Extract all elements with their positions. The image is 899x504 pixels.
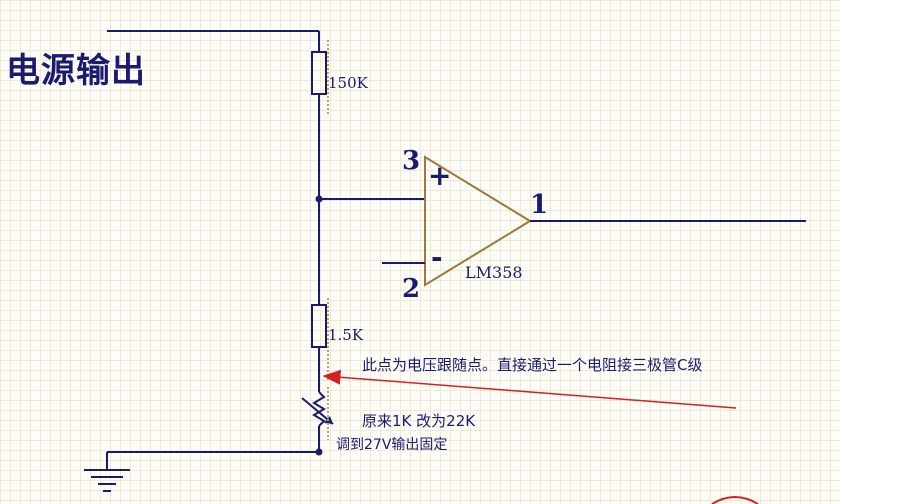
ground-icon bbox=[84, 469, 130, 492]
opamp-pin-2: 2 bbox=[402, 274, 421, 304]
resistor-top-value: 150K bbox=[328, 74, 368, 92]
diagram-title: 电源输出 bbox=[6, 51, 146, 91]
annotation-arrow bbox=[322, 369, 737, 409]
right-margin bbox=[840, 0, 899, 504]
opamp-pin-3: 3 bbox=[402, 146, 421, 176]
follow-point-note: 此点为电压跟随点。直接通过一个电阻接三极管C级 bbox=[362, 356, 703, 374]
opamp-part-label: LM358 bbox=[465, 263, 523, 282]
opamp-pin-1: 1 bbox=[530, 190, 549, 220]
opamp-triangle bbox=[424, 155, 532, 287]
potentiometer bbox=[301, 387, 334, 440]
opamp-plus-sign: + bbox=[428, 159, 452, 192]
adjust-note: 调到27V输出固定 bbox=[336, 437, 448, 453]
grid-background bbox=[0, 0, 840, 504]
red-circle-fragment bbox=[711, 496, 759, 504]
resistor-bottom-value: 1.5K bbox=[328, 326, 364, 344]
opamp-minus-sign: - bbox=[431, 241, 443, 274]
pot-change-note: 原来1K 改为22K bbox=[362, 412, 476, 430]
